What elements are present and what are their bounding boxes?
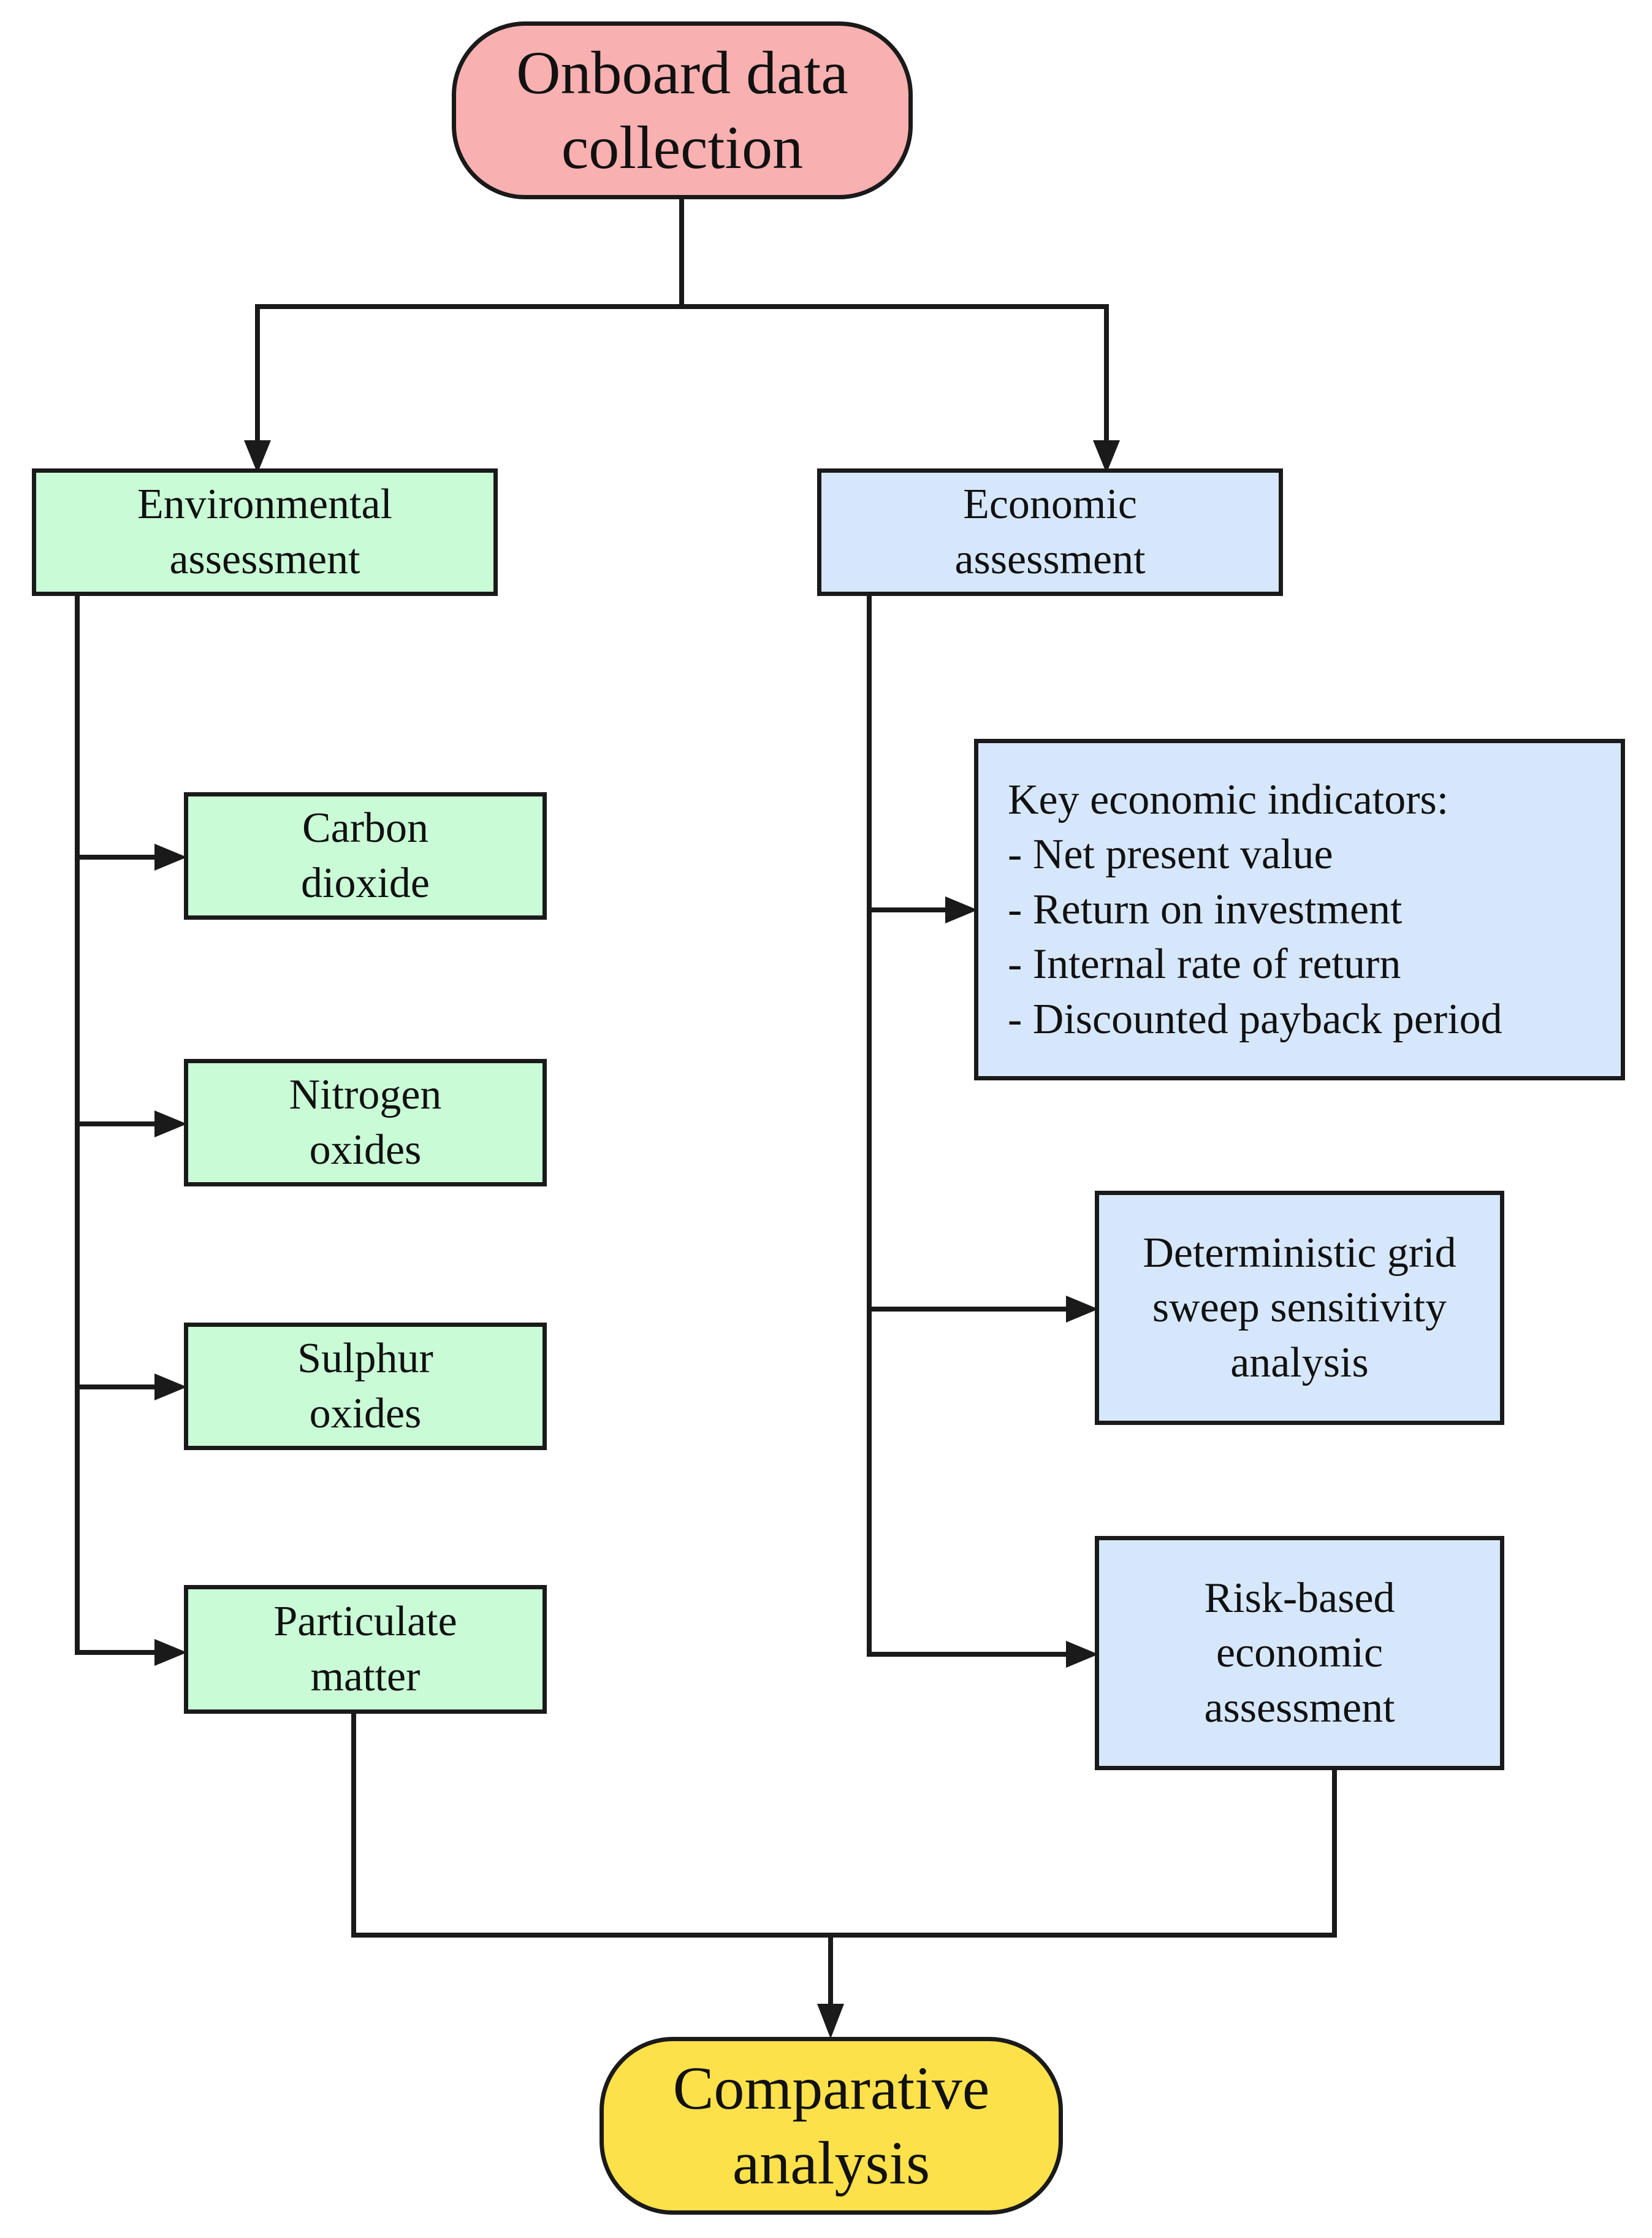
environmental-assessment-label: Environmental assessment	[137, 481, 392, 583]
nitrogen-oxides-node: Nitrogen oxides	[184, 1059, 547, 1186]
nitrogen-oxides-label: Nitrogen oxides	[289, 1071, 442, 1174]
sulphur-oxides-node: Sulphur oxides	[184, 1323, 547, 1450]
comparative-analysis-label: Comparative analysis	[672, 2054, 990, 2197]
economic-assessment-node: Economic assessment	[817, 468, 1283, 596]
arrowhead-environmental	[244, 440, 271, 473]
onboard-data-collection-label: Onboard data collection	[516, 39, 848, 181]
environmental-assessment-node: Environmental assessment	[32, 468, 498, 596]
connector-env-spine	[75, 592, 162, 1655]
connector-onboard-split	[255, 196, 684, 441]
onboard-data-collection-node: Onboard data collection	[452, 21, 913, 199]
connector-merge	[351, 1714, 1337, 1938]
arrowhead-economic	[1093, 440, 1120, 473]
particulate-matter-node: Particulate matter	[184, 1585, 547, 1714]
connector-econ-spine	[867, 594, 1074, 1657]
grid-sweep-sensitivity-node: Deterministic grid sweep sensitivity ana…	[1095, 1191, 1504, 1425]
carbon-dioxide-node: Carbon dioxide	[184, 792, 547, 920]
particulate-matter-label: Particulate matter	[273, 1598, 457, 1700]
key-economic-indicators-node: Key economic indicators: - Net present v…	[974, 739, 1625, 1080]
arrowhead-nitrogen	[154, 1110, 187, 1137]
sulphur-oxides-label: Sulphur oxides	[297, 1335, 433, 1437]
connector-split-economic	[682, 304, 1109, 441]
arrowhead-indicators	[945, 896, 978, 923]
carbon-dioxide-label: Carbon dioxide	[301, 804, 430, 907]
risk-based-assessment-node: Risk-based economic assessment	[1095, 1536, 1504, 1770]
economic-assessment-label: Economic assessment	[954, 481, 1146, 583]
key-economic-indicators-label: Key economic indicators: - Net present v…	[1008, 776, 1502, 1043]
grid-sweep-sensitivity-label: Deterministic grid sweep sensitivity ana…	[1143, 1229, 1456, 1386]
risk-based-assessment-label: Risk-based economic assessment	[1204, 1574, 1395, 1732]
arrowhead-particulate	[154, 1639, 187, 1666]
arrowhead-comparative	[817, 2004, 844, 2039]
comparative-analysis-node: Comparative analysis	[600, 2037, 1063, 2215]
arrowhead-sulphur	[154, 1373, 187, 1400]
arrowhead-carbon	[154, 844, 187, 871]
arrowhead-grid-sweep	[1066, 1296, 1098, 1323]
arrowhead-risk	[1066, 1641, 1098, 1668]
